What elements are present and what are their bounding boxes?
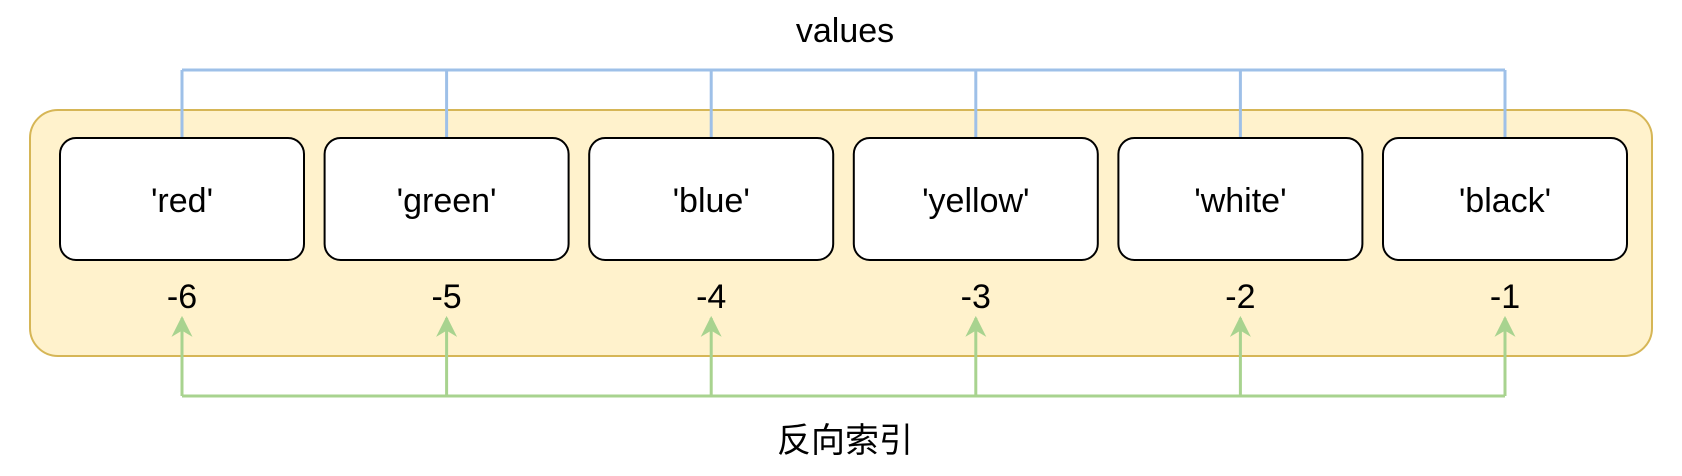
value-box [588,137,835,261]
index-text: -2 [1225,278,1255,316]
list-item: 'blue' -4 [588,137,835,316]
list-item: 'red' -6 [59,137,305,316]
index-text: -4 [696,278,726,316]
reverse-index-label: 反向索引 [777,422,913,460]
value-box [1382,137,1628,261]
value-text: 'red' [151,182,213,220]
list-item: 'yellow' -3 [852,137,1099,316]
index-text: -3 [961,278,991,316]
values-label: values [796,12,894,50]
value-text: 'blue' [673,182,750,220]
value-box [852,137,1099,261]
list-item: 'black' -1 [1382,137,1628,316]
value-box [59,137,305,261]
index-text: -6 [167,278,197,316]
list-item: 'white' -2 [1117,137,1364,316]
value-box [1117,137,1364,261]
value-text: 'white' [1194,182,1286,220]
index-text: -5 [431,278,461,316]
value-text: 'black' [1459,182,1551,220]
list-item: 'green' -5 [323,137,570,316]
value-text: 'green' [397,182,497,220]
value-text: 'yellow' [922,182,1029,220]
item-group: 'red' -6 'green' -5 'blue' -4 'yellow' -3 'white… [59,137,1628,316]
reverse-index-connector-group [171,315,1516,398]
index-text: -1 [1490,278,1520,316]
value-box [323,137,570,261]
